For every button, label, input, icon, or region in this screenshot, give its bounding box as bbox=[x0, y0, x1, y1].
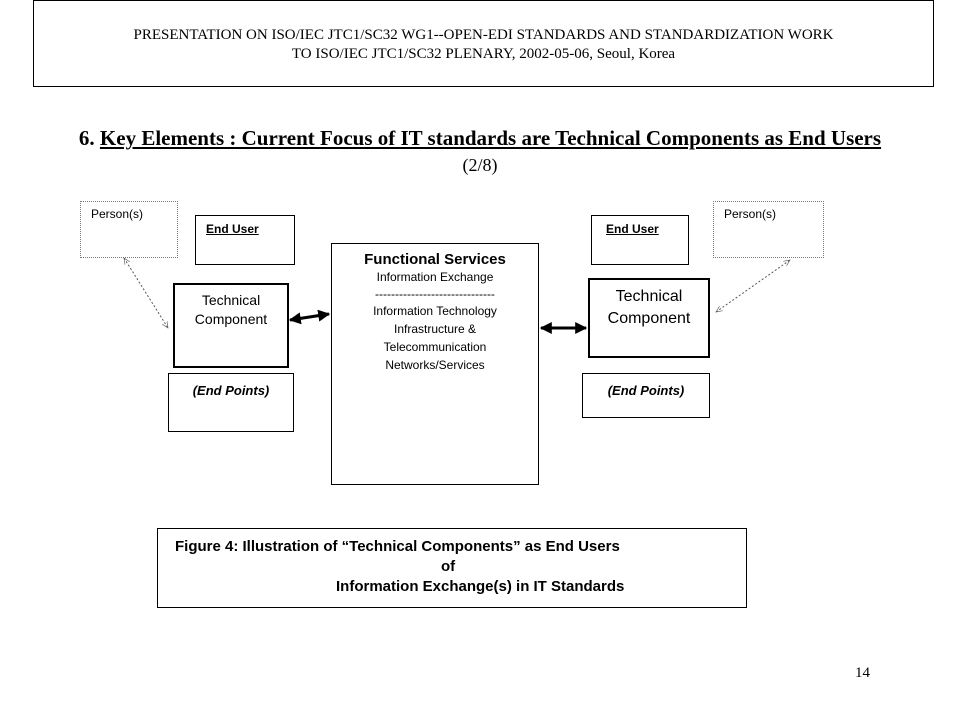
right-tc-line2: Component bbox=[607, 310, 691, 327]
functional-services-line1: Information Exchange bbox=[376, 270, 494, 284]
header-line-1: PRESENTATION ON ISO/IEC JTC1/SC32 WG1--O… bbox=[133, 27, 834, 43]
right-person-label: Person(s) bbox=[724, 207, 777, 221]
slide-title-text: Key Elements : Current Focus of IT stand… bbox=[99, 126, 882, 150]
left-tc-line2: Component bbox=[194, 311, 268, 327]
functional-services-line5: Networks/Services bbox=[385, 358, 485, 372]
header-box: PRESENTATION ON ISO/IEC JTC1/SC32 WG1--O… bbox=[33, 0, 934, 87]
right-person-arrow bbox=[716, 260, 790, 312]
figure-caption-box: Figure 4: Illustration of “Technical Com… bbox=[157, 528, 747, 608]
caption-line-3: Information Exchange(s) in IT Standards bbox=[336, 578, 625, 595]
left-end-points-label: (End Points) bbox=[192, 383, 270, 398]
page-number: 14 bbox=[855, 665, 870, 681]
left-end-user-box: End User bbox=[195, 215, 295, 265]
right-end-user-box: End User bbox=[591, 215, 689, 265]
left-technical-component: Technical Component bbox=[173, 283, 289, 368]
functional-services-line3: Infrastructure & bbox=[393, 322, 477, 336]
slide-title: 6. Key Elements : Current Focus of IT st… bbox=[0, 125, 960, 151]
right-end-points-label: (End Points) bbox=[607, 383, 685, 398]
slide-subtitle: (2/8) bbox=[462, 155, 498, 175]
header-line-2: TO ISO/IEC JTC1/SC32 PLENARY, 2002-05-06… bbox=[291, 46, 676, 62]
right-tc-line1: Technical bbox=[615, 288, 683, 305]
functional-services-divider: ------------------------------ bbox=[375, 287, 495, 301]
left-person-arrow bbox=[124, 258, 168, 328]
right-person-box: Person(s) bbox=[713, 201, 824, 258]
right-end-user-label: End User bbox=[606, 222, 659, 236]
caption-line-1: Figure 4: Illustration of “Technical Com… bbox=[175, 538, 620, 555]
slide-title-number: 6. bbox=[78, 126, 100, 150]
left-end-points-box: (End Points) bbox=[168, 373, 294, 432]
left-person-label: Person(s) bbox=[91, 207, 144, 221]
caption-line-2: of bbox=[441, 558, 456, 575]
functional-services-line2: Information Technology bbox=[373, 304, 497, 318]
right-end-points-box: (End Points) bbox=[582, 373, 710, 418]
right-technical-component: Technical Component bbox=[588, 278, 710, 358]
left-end-user-label: End User bbox=[206, 222, 259, 236]
left-connector-arrow bbox=[288, 309, 331, 325]
functional-services-line4: Telecommunication bbox=[383, 340, 487, 354]
functional-services-box: Functional Services Information Exchange… bbox=[331, 243, 539, 485]
left-tc-line1: Technical bbox=[201, 292, 261, 308]
functional-services-title: Functional Services bbox=[364, 251, 506, 268]
